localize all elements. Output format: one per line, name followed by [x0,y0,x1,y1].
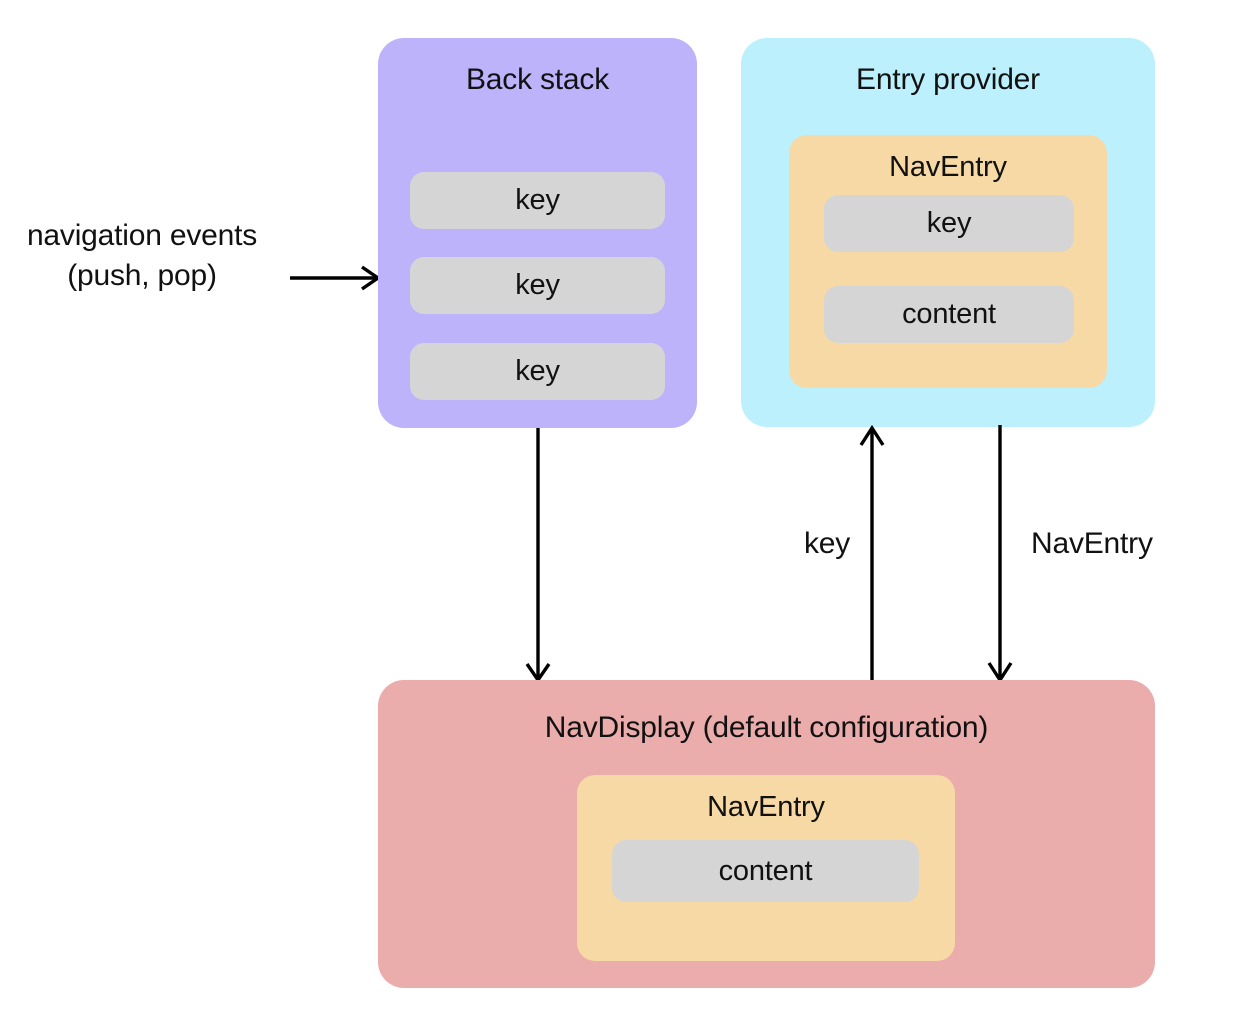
entry-provider-nav-entry-title: NavEntry [889,151,1007,183]
nav-entry-response-label: NavEntry [1031,527,1153,560]
back-stack-key-chip-1-label: key [515,184,560,216]
back-stack-key-chip-3-label: key [515,355,560,387]
back-stack-key-chip-2-label: key [515,269,560,301]
nav-entry-response-arrow [987,425,1013,684]
entry-provider-key-chip-label: key [926,207,972,239]
key-request-label: key [804,527,851,560]
navigation-events-arrow [290,265,382,291]
nav-display-title: NavDisplay (default configuration) [544,711,989,744]
back-stack-key-chip-2[interactable]: key [410,257,665,314]
navigation-events-label: navigation events (push, pop) [8,216,276,296]
entry-provider-content-chip[interactable]: content [824,286,1074,343]
nav-display-nav-entry-title: NavEntry [707,791,825,823]
back-stack-title: Back stack [465,63,610,96]
nav-display-content-chip-label: content [718,854,813,887]
entry-provider-content-chip-label: content [902,298,996,330]
nav-display-box: NavDisplay (default configuration) NavEn… [378,680,1155,988]
entry-provider-key-chip[interactable]: key [824,195,1074,252]
nav-display-content-chip[interactable]: content [612,840,919,902]
back-stack-key-chip-3[interactable]: key [410,343,665,400]
back-stack-key-chip-1[interactable]: key [410,172,665,229]
entry-provider-nav-entry-box: NavEntry key content [789,135,1107,388]
nav-display-nav-entry-box: NavEntry content [577,775,955,961]
key-request-arrow [859,424,885,681]
back-stack-to-nav-display-arrow [525,428,551,684]
navigation-events-line-2: (push, pop) [67,259,217,292]
navigation-events-line-1: navigation events [26,219,258,252]
entry-provider-title: Entry provider [856,63,1040,96]
entry-provider-box: Entry provider NavEntry key content [741,38,1155,427]
back-stack-box: Back stack key key key [378,38,697,428]
